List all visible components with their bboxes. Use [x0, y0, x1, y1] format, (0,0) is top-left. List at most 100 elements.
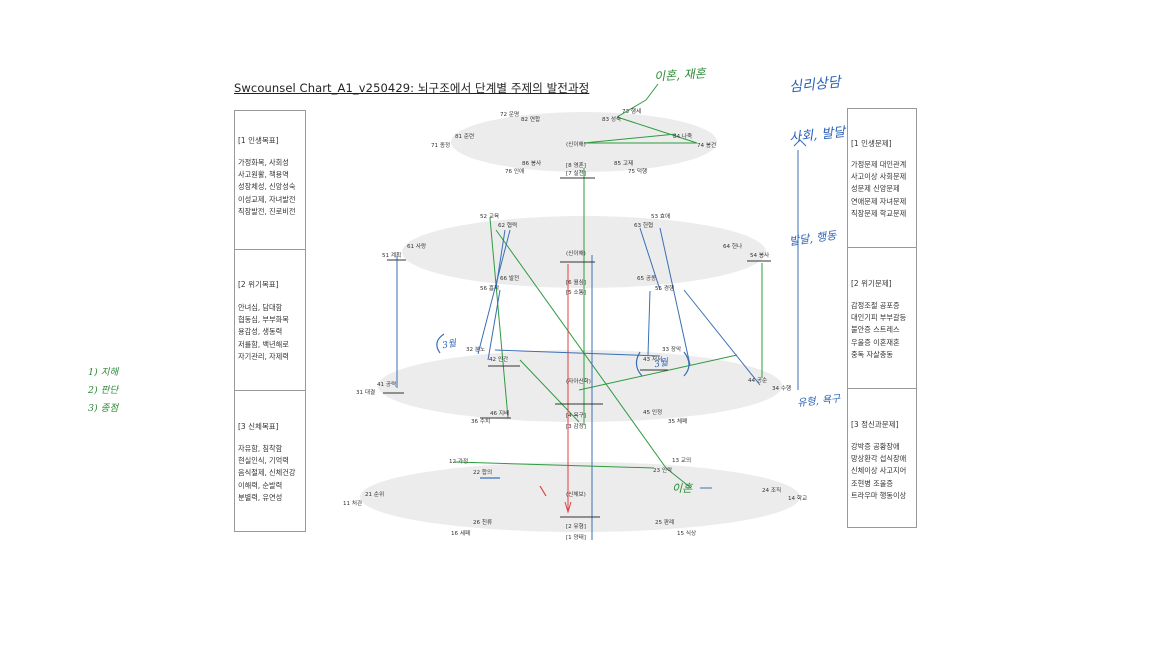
- right-bracket-mark: [683, 351, 690, 377]
- node-label: 82 연합: [521, 115, 540, 123]
- section-divider: [848, 388, 916, 389]
- level-ellipse-top: [451, 112, 717, 172]
- node-label: 52 교육: [480, 213, 499, 220]
- node-label: 22 합의: [473, 468, 492, 476]
- node-label: 84 나죽: [673, 132, 692, 140]
- center-label: [7 실천]: [566, 169, 586, 177]
- list-item: 연애문제 자녀문제: [851, 196, 907, 206]
- node-label: 31 대결: [356, 388, 375, 396]
- list-item: 감정조절 공포증: [851, 301, 900, 310]
- center-label: (신이해): [566, 140, 586, 148]
- node-label: 85 고제: [614, 159, 633, 167]
- node-label: 75 덕행: [628, 167, 647, 175]
- list-item: 음식절제, 신체건강: [238, 468, 296, 478]
- node-label: 66 발전: [500, 274, 519, 282]
- section-header: [2 위기문제]: [851, 279, 892, 288]
- node-label: 33 장악: [662, 345, 681, 353]
- list-item: 이성교제, 자녀발전: [238, 194, 296, 204]
- list-item: 성장체성, 신앙성숙: [238, 182, 296, 192]
- node-label: 34 수행: [772, 384, 791, 392]
- list-item: 가정화목, 사회성: [238, 158, 289, 167]
- node-label: 46 지배: [490, 409, 509, 417]
- node-label: 12 가정: [449, 457, 468, 465]
- node-label: 51 계획: [382, 251, 401, 259]
- list-item: 우울증 이혼재혼: [851, 337, 900, 347]
- arrow-mark: [793, 139, 807, 147]
- middle-level-labels: 32 분노 33 장악 42 인간 43 저서 41 공력 44 공순 31 대…: [356, 345, 791, 430]
- bottom-level-labels: 12 가정 13 교의 22 합의 23 인락 21 순위 24 조직 11 처…: [343, 457, 807, 541]
- level-ellipse-middle: [378, 350, 782, 422]
- node-label: 41 공력: [377, 380, 396, 388]
- node-label: 56 흡착: [480, 284, 499, 292]
- list-item: 자유함, 침착함: [238, 444, 283, 453]
- node-label: 14 학교: [788, 494, 807, 502]
- list-item: 2) 판단: [88, 385, 119, 396]
- node-label: 24 조직: [762, 487, 781, 494]
- handwritten-note: 이혼: [672, 482, 693, 495]
- center-label: (자아신학): [566, 377, 591, 385]
- section-header: [3 정신과문제]: [851, 420, 899, 429]
- left-section-body-goals: [3 신체목표] 자유함, 침착함 현실인식, 기억력 음식절제, 신체건강 이…: [235, 391, 305, 531]
- list-item: 안녀심, 담대함: [238, 303, 283, 312]
- center-label: [1 양태]: [566, 533, 586, 541]
- center-label: [4 욕구]: [566, 412, 586, 419]
- node-label: 21 순위: [365, 490, 384, 498]
- section-divider: [235, 390, 305, 391]
- top-level-labels: 72 운명 73 행세 82 연합 83 성숙 81 준련 84 나죽 71 종…: [431, 107, 716, 177]
- problem-list: 감정조절 공포증 대인기피 부부갈등 불안증 스트레스 우울증 이혼재혼 중독 …: [851, 300, 906, 361]
- node-label: 76 인애: [505, 167, 524, 175]
- list-item: 중독 자살충동: [851, 349, 893, 359]
- goal-list: 가정화목, 사회성 사고원활, 책용역 성장체성, 신앙성숙 이성교제, 자녀발…: [238, 157, 295, 218]
- list-item: 사고이상 사회문제: [851, 172, 907, 182]
- node-label: 23 인락: [653, 466, 672, 474]
- right-section-crisis-problems: [2 위기문제] 감정조절 공포증 대인기피 부부갈등 불안증 스트레스 우울증…: [848, 248, 916, 388]
- red-arrow-icon: [564, 501, 572, 514]
- center-label: [3 감정]: [566, 423, 586, 430]
- list-item: 대인기피 부부갈등: [851, 313, 907, 323]
- list-item: 현실인식, 기억력: [238, 456, 289, 466]
- node-label: 54 봉사: [750, 251, 769, 259]
- node-label: 83 성숙: [602, 115, 621, 123]
- list-item: 이해력, 순발력: [238, 480, 283, 490]
- node-label: 81 준련: [455, 133, 474, 140]
- center-label: (신이해): [566, 249, 586, 257]
- section-header: [3 신체목표]: [238, 422, 279, 431]
- node-label: 53 효애: [651, 212, 670, 220]
- node-label: 61 사랑: [407, 242, 426, 250]
- green-connectors: [454, 83, 763, 489]
- node-label: 35 체폐: [668, 417, 687, 425]
- list-item: 성문제 신앙문제: [851, 184, 900, 194]
- section-divider: [848, 247, 916, 248]
- center-label: [6 월심]: [566, 278, 586, 286]
- section-header: [1 인생문제]: [851, 139, 892, 148]
- node-label: 16 세패: [451, 529, 470, 537]
- node-label: 74 봉건: [697, 142, 716, 149]
- center-label: [8 영혼]: [566, 161, 586, 169]
- list-item: 가정문제 대인관계: [851, 160, 907, 169]
- section-header: [1 인생목표]: [238, 136, 279, 145]
- node-label: 65 공동: [637, 275, 656, 282]
- node-label: 43 저서: [643, 355, 662, 363]
- node-label: 71 종정: [431, 142, 450, 149]
- level-ellipse-bottom: [360, 462, 800, 532]
- list-item: 망상환각 섭식장애: [851, 454, 907, 464]
- right-bracket-mark: [635, 351, 643, 377]
- problem-list: 강박증 공황장애 망상환각 섭식장애 신체이상 사고지어 조현병 조울증 트라우…: [851, 441, 906, 502]
- node-label: 86 봉사: [522, 159, 541, 167]
- node-label: 26 친류: [473, 518, 492, 526]
- node-label: 25 판례: [655, 518, 674, 526]
- node-label: 62 협력: [498, 221, 517, 229]
- section-divider: [235, 249, 305, 250]
- list-item: 강박증 공황장애: [851, 442, 900, 451]
- node-label: 44 공순: [748, 377, 767, 384]
- list-item: 조현병 조울증: [851, 478, 893, 488]
- handwritten-note: 이혼, 재혼: [653, 66, 707, 84]
- goal-list: 자유함, 침착함 현실인식, 기억력 음식절제, 신체건강 이해력, 순발력 분…: [238, 443, 295, 504]
- list-item: 신체이상 사고지어: [851, 466, 907, 476]
- node-label: 55 경행: [655, 284, 674, 292]
- center-label: [5 소통]: [566, 289, 586, 296]
- tick-markers: [383, 177, 771, 518]
- list-item: 직장발전, 진로비전: [238, 206, 296, 216]
- list-item: 자기관리, 자제력: [238, 351, 289, 361]
- node-label: 36 수치: [471, 417, 490, 425]
